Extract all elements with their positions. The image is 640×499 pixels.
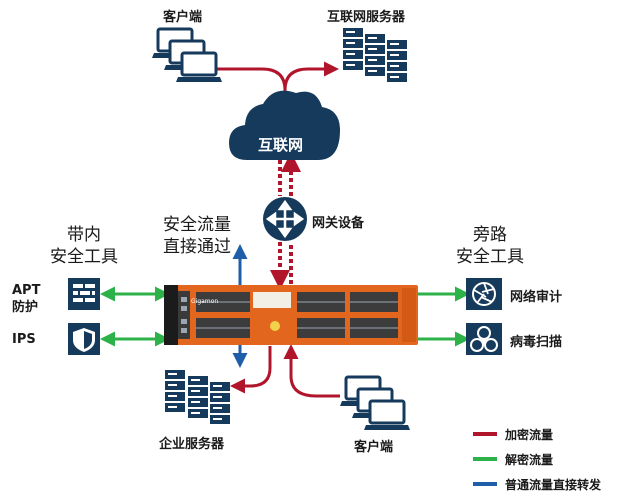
inline-line2: 安全工具 [50,247,118,267]
server-rack-icon [343,28,407,82]
ips-label: IPS [12,332,36,347]
encrypted-flow-enterprise [230,346,272,394]
shield-icon [68,323,100,355]
passthrough-label: 安全流量 直接通过 [152,214,242,258]
device-brand-label: Gigamon [191,298,219,305]
packet-broker-device [164,285,418,345]
apt-line2: 防护 [12,300,39,315]
enterprise-server-icon [165,370,230,424]
legend-decrypted-label: 解密流量 [505,453,554,467]
internet-servers-label: 互联网服务器 [327,10,406,25]
biohazard-icon [466,323,502,355]
laptop-group-bottom-icon [338,375,412,432]
router-icon [263,197,307,241]
inline-line1: 带内 [67,225,101,245]
apt-label: APT 防护 [12,282,40,316]
antivirus-label: 病毒扫描 [510,335,563,350]
laptop-group-icon [150,27,224,84]
gateway-label: 网关设备 [312,216,365,231]
outofband-tools-label: 旁路 安全工具 [448,224,532,268]
aperture-icon [466,278,502,310]
internet-label: 互联网 [258,136,304,154]
passthrough-line2: 直接通过 [163,237,231,257]
cloud-icon [229,90,340,160]
legend-plain-label: 普通流量直接转发 [505,478,602,492]
firewall-icon [68,278,100,310]
encrypted-flow-client-bottom [283,344,340,398]
inline-tools-label: 带内 安全工具 [42,224,126,268]
enterprise-servers-label: 企业服务器 [159,437,225,452]
network-audit-label: 网络审计 [510,290,563,305]
legend-encrypted-label: 加密流量 [505,428,554,442]
apt-line1: APT [12,283,41,298]
encrypted-flow-top-server [283,61,339,91]
passthrough-line1: 安全流量 [163,215,231,235]
outofband-line1: 旁路 [473,225,507,245]
outofband-line2: 安全工具 [456,247,524,267]
client-top-label: 客户端 [163,10,203,25]
client-bottom-label: 客户端 [354,440,394,455]
